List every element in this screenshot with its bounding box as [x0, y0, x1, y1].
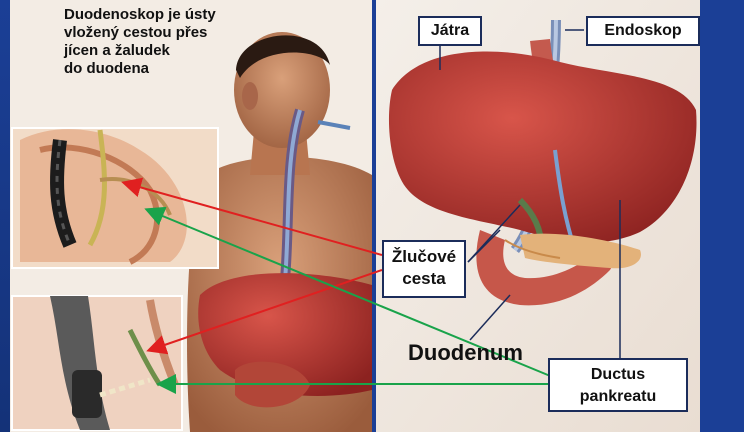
caption-text: Duodenoskop je ústy vložený cestou přes …	[64, 6, 264, 78]
label-liver: Játra	[418, 16, 482, 46]
label-duodenum: Duodenum	[408, 340, 523, 366]
label-bile-ducts: Žlučové cesta	[382, 240, 466, 298]
label-pancreatic-duct: Ductus pankreatu	[548, 358, 688, 412]
panel-divider	[372, 0, 376, 432]
inset-top	[12, 128, 218, 268]
label-endoscope: Endoskop	[586, 16, 700, 46]
inset-bottom	[12, 296, 182, 430]
